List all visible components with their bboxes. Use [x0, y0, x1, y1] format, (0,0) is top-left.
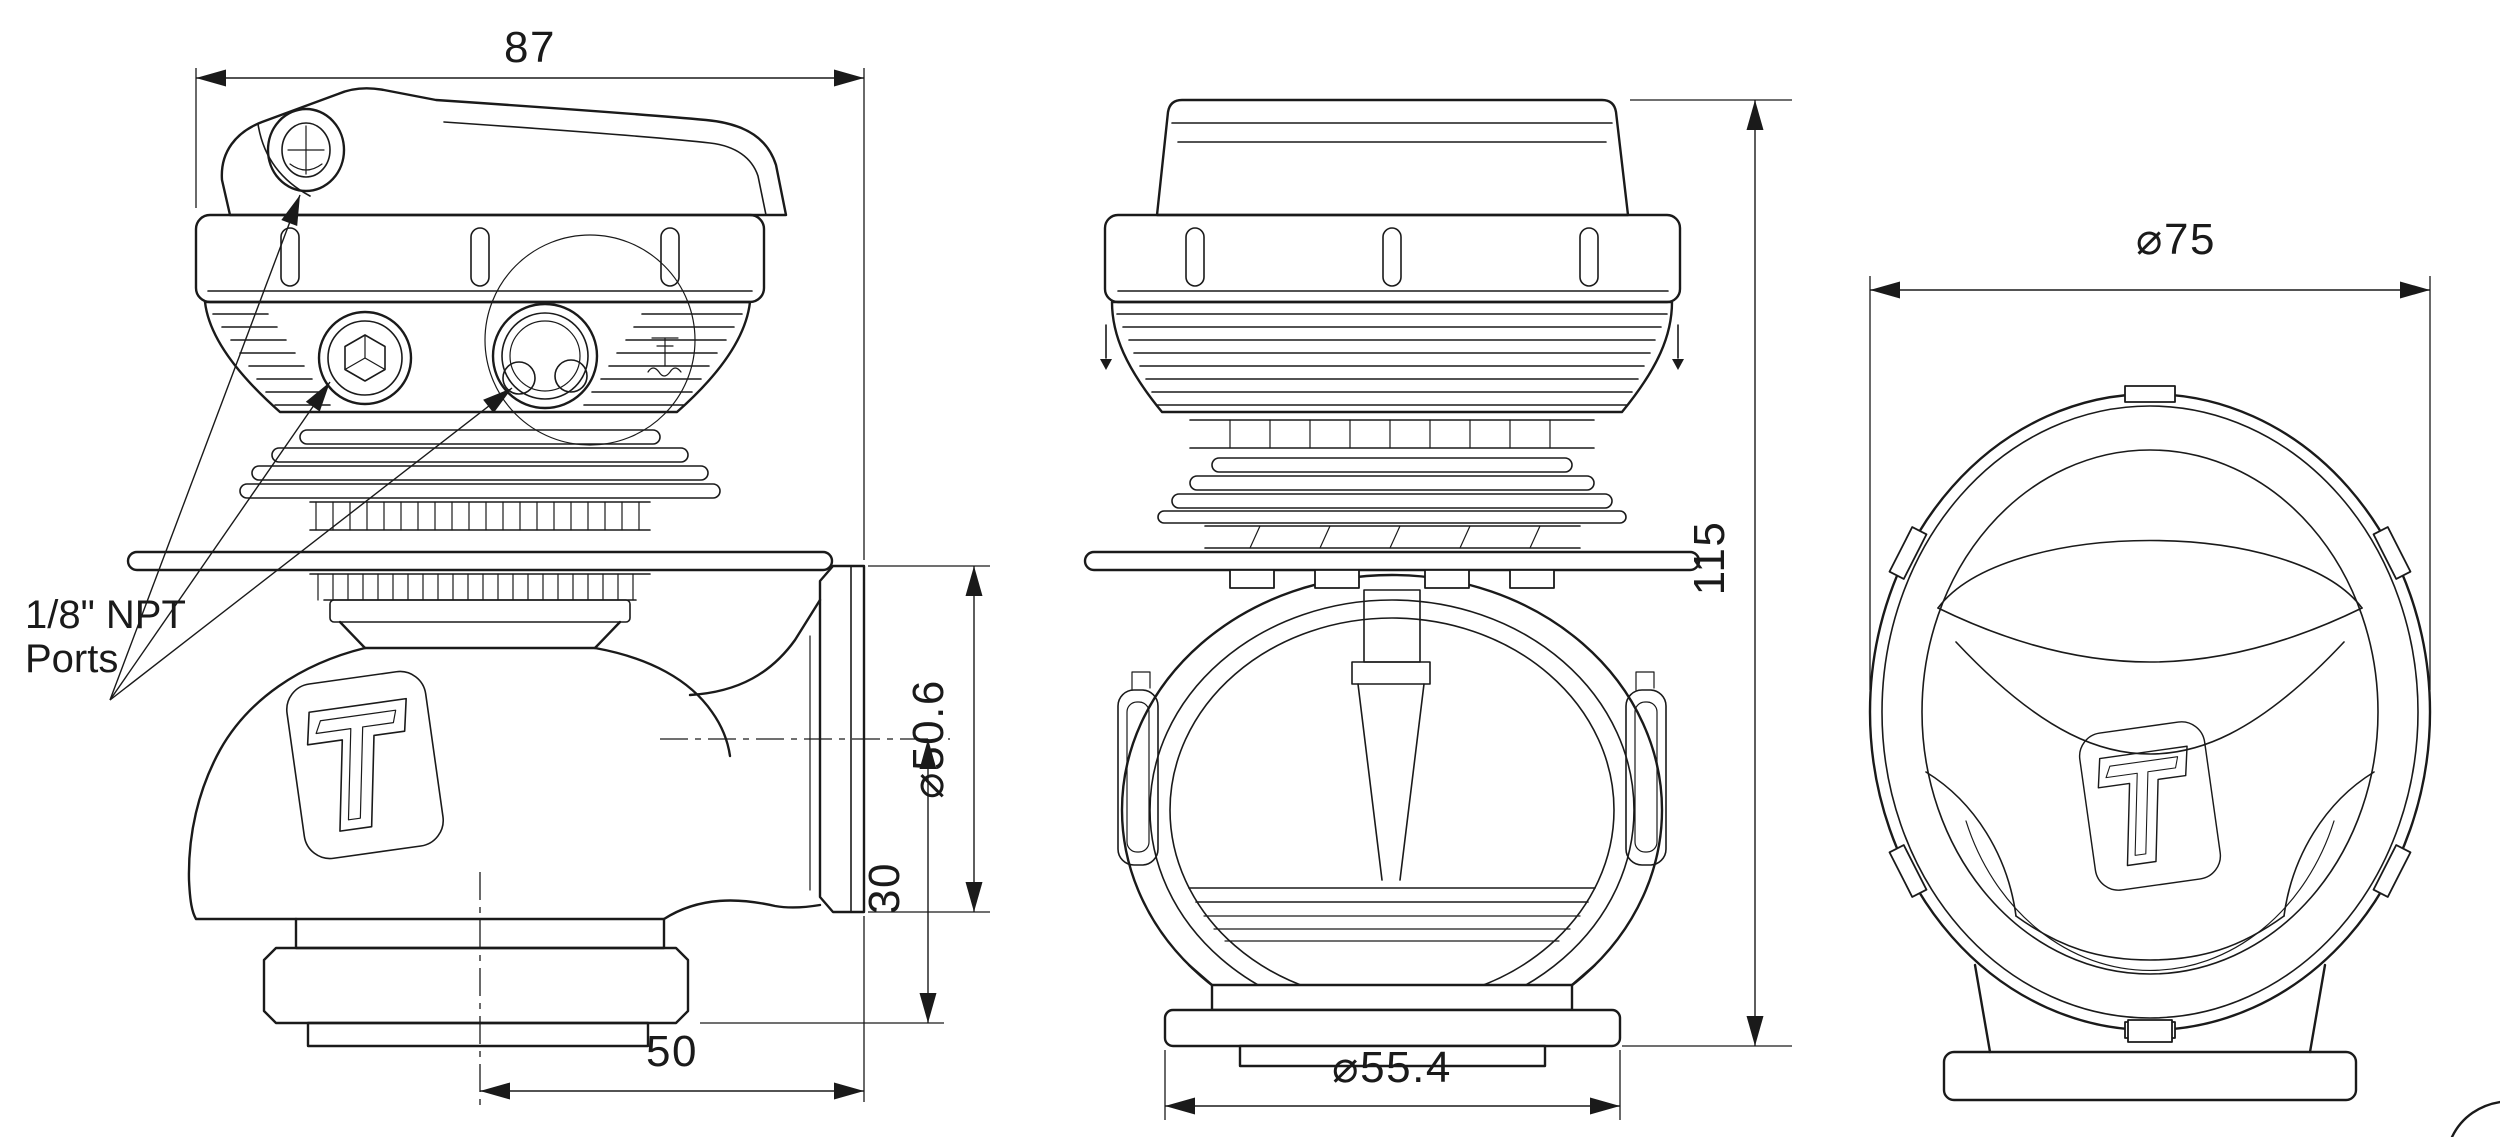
heat-sink-fins — [239, 429, 721, 531]
dim-base-diameter: ⌀55.4 — [1164, 1043, 1621, 1120]
dim-overall-width: 87 — [195, 23, 865, 560]
vent-hole — [266, 107, 346, 193]
locking-collar — [309, 573, 651, 650]
spring-clip-pin-left — [1100, 324, 1112, 370]
hex-plug-port — [317, 310, 413, 406]
dim-text-outlet-offset: 50 — [646, 1027, 698, 1076]
retaining-clip-left — [1117, 671, 1159, 866]
leader-line — [109, 194, 301, 701]
valve-body-front — [1117, 573, 1667, 1068]
dim-text-overall-width: 87 — [504, 23, 556, 72]
front-view: 115 ⌀55.4 — [1083, 98, 1792, 1120]
clamp-ring — [194, 213, 766, 304]
castellated-band-front — [1189, 419, 1595, 449]
dim-cap-diameter: ⌀75 — [1869, 215, 2431, 690]
clamp-ring-slot — [1579, 227, 1599, 287]
leader-arrow — [305, 377, 337, 412]
diaphragm-housing-front — [1100, 300, 1684, 414]
side-view: 1/8" NPT Ports 87 ⌀50.6 — [25, 23, 990, 1108]
actuator-cap — [220, 87, 788, 217]
castellated-tabs — [315, 501, 640, 531]
flange-plate-front — [1083, 550, 1701, 572]
body-neck-top-view — [1942, 963, 2358, 1102]
clamp-ring-slot — [470, 227, 490, 287]
dim-outlet-offset: 50 — [480, 916, 865, 1102]
inlet-flange-front — [1163, 983, 1622, 1068]
leader-arrow — [281, 191, 308, 227]
dim-outlet-diameter: ⌀50.6 — [868, 565, 990, 913]
diaphragm-housing — [203, 234, 752, 446]
open-port — [491, 302, 599, 410]
turbosmart-logo-top — [2078, 721, 2222, 891]
clamp-ring-slot — [280, 227, 300, 287]
clamp-ring-slot — [660, 227, 680, 287]
flange-plate — [126, 550, 834, 572]
leader-line — [109, 387, 513, 701]
turbosmart-logo — [285, 670, 445, 860]
collar-serrations — [317, 573, 634, 601]
npt-ports-callout: 1/8" NPT Ports — [25, 191, 518, 701]
corner-logo-fragment — [2450, 1100, 2500, 1137]
valve-stem — [1188, 589, 1596, 942]
dim-text-cap-diameter: ⌀75 — [2136, 215, 2216, 264]
housing-ribs-right — [583, 313, 743, 406]
inlet-flange — [262, 917, 690, 1048]
detail-callout-circle — [484, 234, 696, 446]
spring-clip-pin-right — [1672, 324, 1684, 370]
rim-bottom-tab — [2127, 1019, 2173, 1043]
actuator-cap-front — [1155, 98, 1630, 217]
outlet-flange — [818, 564, 866, 914]
valve-body — [187, 564, 866, 1048]
leader-line — [109, 381, 331, 701]
npt-ports-label-line2: Ports — [25, 637, 118, 681]
retaining-clip-right — [1625, 671, 1667, 866]
coolant-symbol-icon — [647, 337, 682, 377]
dim-outlet-center-height: 30 — [700, 739, 944, 1024]
rim-tabs — [1888, 385, 2412, 1039]
dim-text-outlet-center-height: 30 — [860, 862, 909, 914]
dim-text-overall-height: 115 — [1685, 521, 1734, 596]
clamp-ring-slot — [1185, 227, 1205, 287]
dim-text-base-diameter: ⌀55.4 — [1332, 1043, 1452, 1092]
dim-overall-height: 115 — [1622, 99, 1792, 1047]
clamp-ring-front — [1103, 213, 1682, 304]
plate-tabs-front — [1229, 569, 1555, 589]
cap-top-face — [1868, 385, 2432, 1039]
cap-spokes — [1925, 539, 2375, 961]
top-view: ⌀75 — [1868, 215, 2432, 1102]
clamp-ring-slot — [1382, 227, 1402, 287]
npt-ports-label-line1: 1/8" NPT — [25, 593, 186, 637]
heat-sink-fins-front — [1157, 457, 1627, 549]
